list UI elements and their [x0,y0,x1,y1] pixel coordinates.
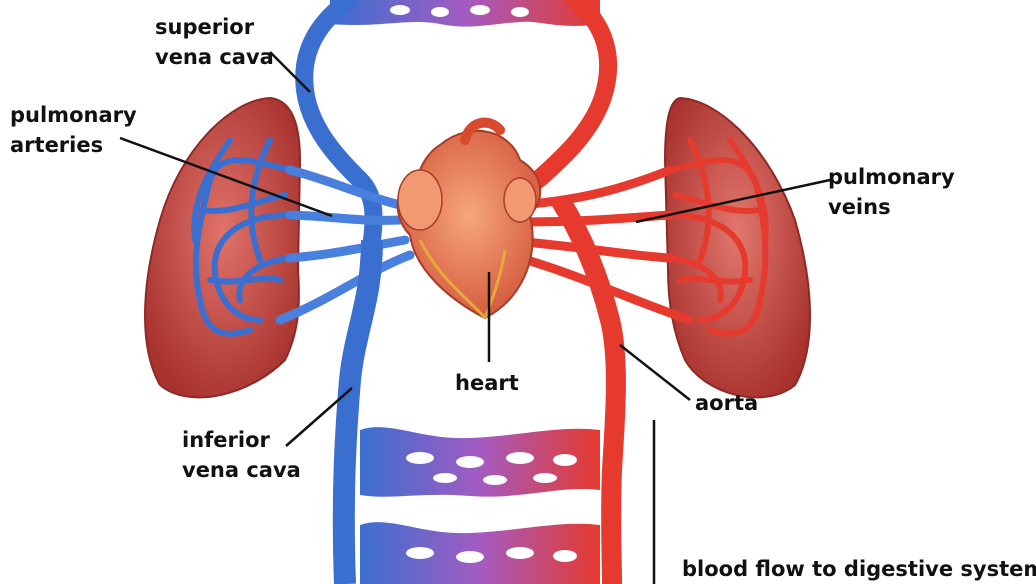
right-lung-capillaries [667,137,769,337]
leader-lines [119,51,831,584]
right-lung [663,96,811,399]
inferior-vena-cava [332,239,383,584]
label-heart: heart [455,371,519,395]
head-capillary-bed [330,0,600,27]
label-pulmonary-veins: pulmonary veins [828,165,955,219]
left-lung-capillaries [191,137,293,337]
label-digestive-blood-flow: blood flow to digestive system [682,557,1036,581]
label-superior-vena-cava: superior vena cava [155,15,274,69]
label-aorta: aorta [695,391,759,415]
label-inferior-vena-cava: inferior vena cava [182,428,301,482]
heart-illustration [396,117,542,320]
superior-vena-cava [295,0,383,249]
left-lung [144,96,302,399]
pulmonary-artery-branches [275,165,415,325]
pulmonary-vein-branches [515,165,695,325]
label-pulmonary-arteries: pulmonary arteries [10,103,137,157]
descending-aorta [551,194,626,584]
